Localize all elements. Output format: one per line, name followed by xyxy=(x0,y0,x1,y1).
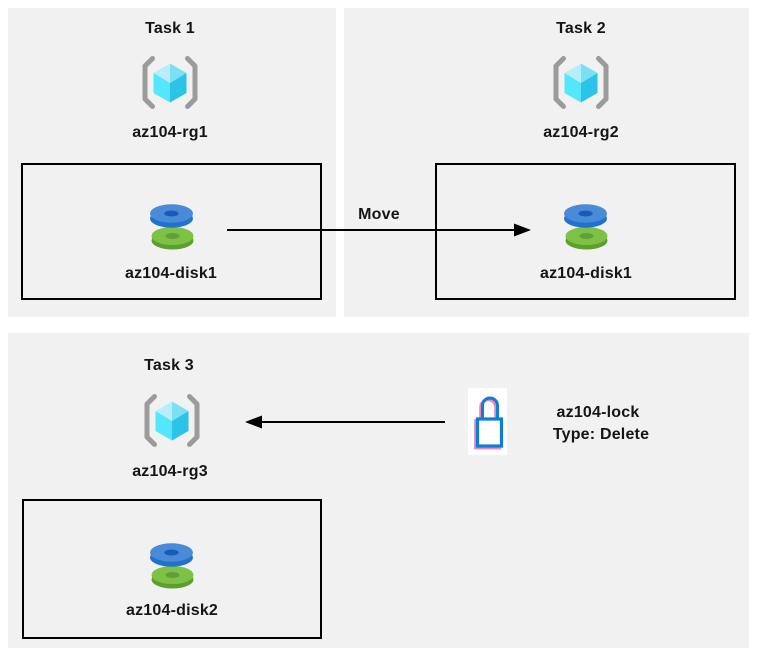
task3-title: Task 3 xyxy=(144,357,194,374)
task3-resource-box xyxy=(22,499,322,639)
task3-resource-group-label: az104-rg3 xyxy=(132,463,208,480)
lock-glyph xyxy=(475,396,504,448)
task1-disk-label: az104-disk1 xyxy=(124,265,218,282)
task3-panel xyxy=(8,333,749,648)
lock-name-label: az104-lock xyxy=(556,404,640,421)
move-arrow-label: Move xyxy=(358,206,400,223)
task1-title: Task 1 xyxy=(145,20,195,37)
task1-panel xyxy=(8,8,336,317)
disk-icon xyxy=(143,539,201,597)
lock-type-label: Type: Delete xyxy=(552,426,650,443)
lock-icon xyxy=(468,388,507,455)
task2-resource-box xyxy=(435,163,736,300)
task1-resource-group-label: az104-rg1 xyxy=(132,124,208,141)
resource-group-icon xyxy=(551,54,611,111)
disk-icon xyxy=(557,200,615,258)
task1-resource-box xyxy=(21,163,322,300)
task3-disk-label: az104-disk2 xyxy=(125,602,219,619)
resource-group-icon xyxy=(142,392,202,449)
task2-disk-label: az104-disk1 xyxy=(539,265,633,282)
disk-icon xyxy=(143,200,201,258)
resource-group-icon xyxy=(140,54,200,111)
task2-panel xyxy=(344,8,749,317)
task2-title: Task 2 xyxy=(556,20,606,37)
task2-resource-group-label: az104-rg2 xyxy=(543,124,619,141)
